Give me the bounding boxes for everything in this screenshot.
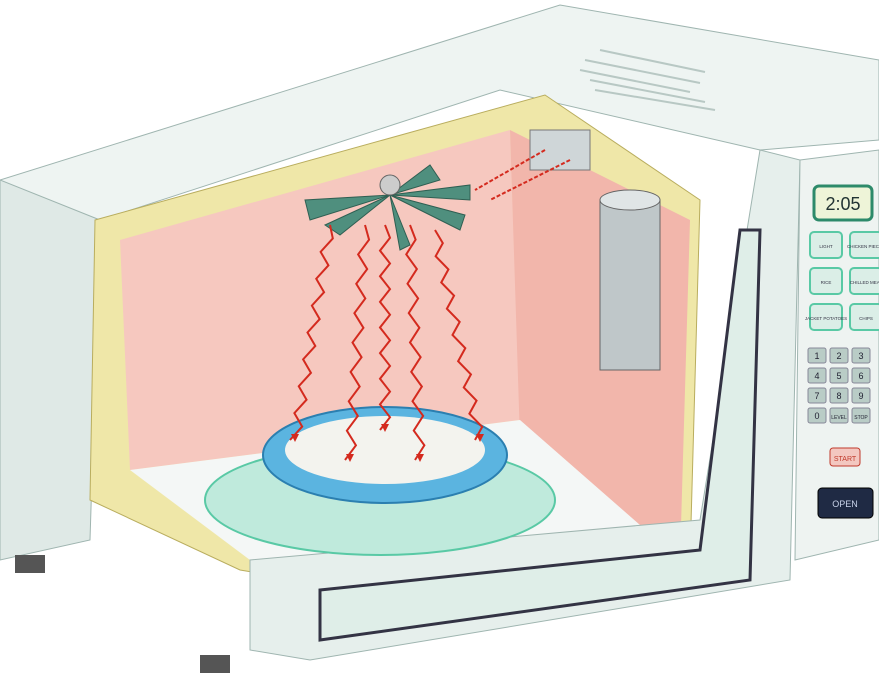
door-window: [318, 228, 762, 642]
program-button-label: CHICKEN PIECES: [847, 244, 879, 249]
keypad-key[interactable]: [829, 367, 849, 384]
keypad-key[interactable]: [851, 407, 871, 424]
program-button[interactable]: [849, 231, 879, 259]
program-button-label: RICE: [821, 280, 832, 285]
vent-grille: [579, 49, 716, 111]
keypad-key-label: 3: [858, 351, 863, 361]
wave-arrowhead: [416, 454, 424, 462]
keypad-key-label: 1: [814, 351, 819, 361]
program-button-label: CHIPS: [859, 316, 873, 321]
keypad-key-label: 6: [858, 371, 863, 381]
keypad-key-label: 4: [814, 371, 819, 381]
keypad-key-label: STOP: [854, 415, 868, 421]
wave-line: [489, 159, 571, 201]
keypad-key[interactable]: [807, 367, 827, 384]
wave-arrowhead: [381, 424, 389, 432]
keypad-key[interactable]: [807, 387, 827, 404]
keypad-key[interactable]: [829, 387, 849, 404]
wave-line: [434, 229, 484, 441]
foot-right: [200, 655, 230, 673]
program-button-label: LIGHT: [819, 244, 833, 249]
magnetron: [599, 199, 661, 371]
open-button[interactable]: [817, 487, 874, 519]
display-time: 2:05: [825, 194, 860, 214]
keypad-key[interactable]: [829, 347, 849, 364]
keypad-key[interactable]: [807, 347, 827, 364]
keypad-key[interactable]: [829, 407, 849, 424]
keypad-key-label: 0: [814, 411, 819, 421]
microwave-left-side: [0, 179, 101, 561]
wave-line: [405, 224, 426, 461]
program-button-label: CHILLED MEAL: [850, 280, 879, 285]
display-screen: [812, 184, 874, 222]
program-button[interactable]: [809, 303, 843, 331]
wave-arrowhead: [291, 434, 299, 442]
stirrer-fan: [304, 164, 471, 251]
wave-line: [289, 224, 334, 441]
program-button-label: JACKET POTATOES: [805, 316, 847, 321]
keypad-key-label: 2: [836, 351, 841, 361]
wave-arrowhead: [476, 434, 484, 442]
keypad-key-label: 9: [858, 391, 863, 401]
wave-arrowhead: [346, 454, 354, 462]
keypad-key-label: 8: [836, 391, 841, 401]
wave-line: [378, 224, 392, 431]
keypad-key[interactable]: [851, 367, 871, 384]
wave-line: [344, 224, 371, 461]
keypad-key-label: LEVEL: [831, 415, 847, 421]
keypad-key[interactable]: [807, 407, 827, 424]
food-rice: [285, 416, 485, 484]
start-label: START: [834, 456, 857, 463]
program-button[interactable]: [849, 267, 879, 295]
keypad-key[interactable]: [851, 347, 871, 364]
keypad-key[interactable]: [851, 387, 871, 404]
program-button[interactable]: [849, 303, 879, 331]
program-button[interactable]: [809, 267, 843, 295]
program-button[interactable]: [809, 231, 843, 259]
foot-left: [15, 555, 45, 573]
start-button[interactable]: [829, 447, 861, 467]
keypad-key-label: 7: [814, 391, 819, 401]
waveguide: [529, 129, 591, 171]
open-label: OPEN: [832, 499, 858, 509]
microwave-waves: [289, 149, 571, 462]
wave-line: [474, 149, 546, 191]
keypad-key-label: 5: [836, 371, 841, 381]
